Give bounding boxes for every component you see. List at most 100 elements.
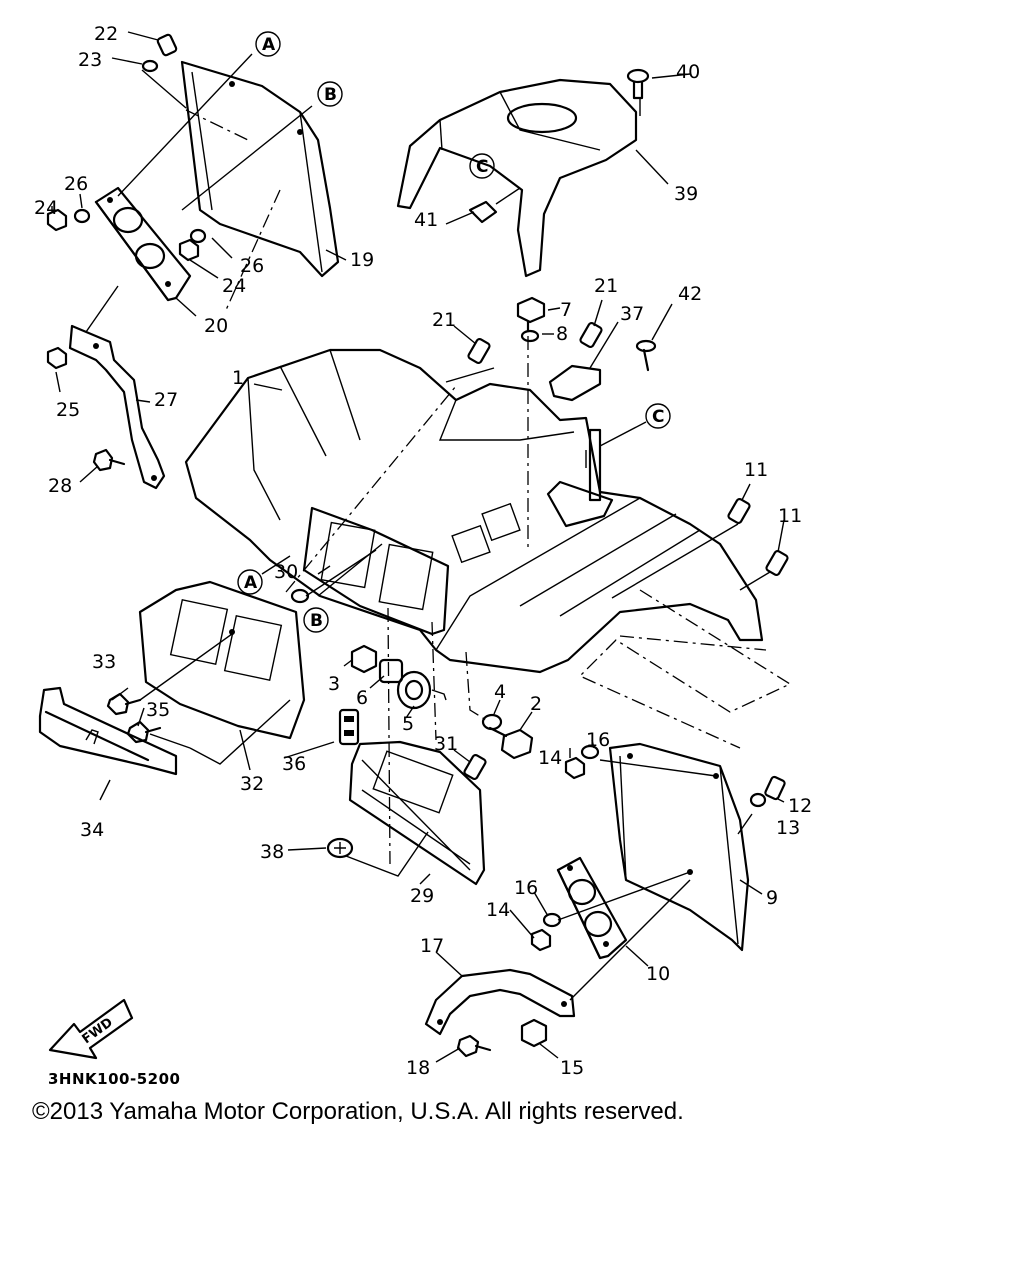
washer-16-upper	[580, 744, 600, 760]
washer-8	[520, 329, 540, 343]
callout-25: 25	[56, 399, 80, 421]
bolt-2	[488, 726, 534, 760]
leader-lines	[51, 31, 792, 1063]
ref-letter-a-mid: A	[237, 569, 263, 595]
nut-25	[46, 346, 68, 370]
bolt-7	[516, 296, 546, 332]
parts-diagram: FWD	[34, 23, 812, 1079]
part-17-stay	[424, 968, 576, 1036]
collar-6	[378, 658, 404, 684]
callout-7: 7	[560, 299, 572, 321]
bolt-33	[106, 692, 142, 716]
callout-4: 4	[494, 681, 506, 703]
nut-3	[350, 644, 378, 674]
callout-22: 22	[94, 23, 118, 45]
bolt-28	[92, 448, 126, 472]
svg-text:A: A	[262, 35, 276, 55]
ref-letter-b-top: B	[317, 81, 343, 107]
ref-letter-b-mid: B	[303, 607, 329, 633]
callout-35: 35	[146, 699, 170, 721]
callout-33: 33	[92, 651, 116, 673]
callout-2: 2	[530, 693, 542, 715]
svg-text:C: C	[652, 407, 664, 427]
part-10-plate	[556, 856, 628, 960]
part-34-guard	[38, 686, 178, 776]
callout-30: 30	[274, 561, 298, 583]
part-29-cover	[348, 740, 486, 886]
callout-14a: 14	[538, 747, 562, 769]
washer-30	[290, 588, 310, 604]
callout-9: 9	[766, 887, 778, 909]
callout-24b: 24	[222, 275, 246, 297]
callout-28: 28	[48, 475, 72, 497]
callout-26b: 26	[240, 255, 264, 277]
callout-32: 32	[240, 773, 264, 795]
copyright-notice: ©2013 Yamaha Motor Corporation, U.S.A. A…	[32, 1098, 684, 1125]
bolt-31	[463, 753, 487, 781]
part-39-cover	[396, 78, 638, 278]
callout-11b: 11	[778, 505, 802, 527]
callout-20: 20	[204, 315, 228, 337]
bolt-22	[141, 33, 178, 73]
headlight-opening	[302, 506, 450, 636]
svg-text:C: C	[476, 157, 488, 177]
part-27-stay	[68, 324, 166, 490]
callout-8: 8	[556, 323, 568, 345]
pad-37	[548, 364, 602, 402]
callout-26a: 26	[64, 173, 88, 195]
bolt-21-b	[579, 321, 603, 349]
ref-letter-c-top: C	[469, 153, 495, 179]
ref-letter-a-top: A	[255, 31, 281, 57]
part-1-fender	[184, 348, 764, 674]
callout-37: 37	[620, 303, 644, 325]
bolt-12	[764, 775, 786, 801]
callout-31: 31	[434, 733, 458, 755]
part-number-labels: 1 2 3 4 5 6 7 8 9 10 11 11 12 13 14 14 1…	[34, 23, 812, 1079]
callout-34: 34	[80, 819, 104, 841]
callout-36: 36	[282, 753, 306, 775]
screw-38	[326, 837, 354, 859]
callout-23: 23	[78, 49, 102, 71]
callout-27: 27	[154, 389, 178, 411]
callout-1: 1	[232, 367, 244, 389]
washer-13	[749, 792, 767, 808]
nut-14-lower	[530, 928, 552, 952]
callout-10: 10	[646, 963, 670, 985]
fwd-arrow-icon: FWD	[48, 998, 134, 1060]
nut-14-upper	[564, 756, 586, 780]
callout-12: 12	[788, 795, 812, 817]
svg-text:A: A	[244, 573, 258, 593]
callout-17: 17	[420, 935, 444, 957]
callout-3: 3	[328, 673, 340, 695]
svg-text:B: B	[310, 611, 323, 631]
callout-14b: 14	[486, 899, 510, 921]
bolt-35	[126, 720, 162, 744]
nut-24-left	[46, 208, 68, 232]
bolt-11-b	[765, 549, 789, 577]
callout-21b: 21	[594, 275, 618, 297]
nut-24-right	[178, 238, 200, 262]
ref-letter-c-mid: C	[645, 403, 671, 429]
callout-5: 5	[402, 713, 414, 735]
washer-26-left	[73, 208, 91, 224]
callout-18: 18	[406, 1057, 430, 1079]
bolt-11-a	[727, 497, 751, 525]
callout-21a: 21	[432, 309, 456, 331]
grommet-5	[396, 670, 432, 710]
washer-26-right	[189, 228, 207, 244]
callout-38: 38	[260, 841, 284, 863]
bolt-21-a	[467, 337, 491, 365]
callout-15: 15	[560, 1057, 584, 1079]
screw-42	[635, 339, 657, 372]
diagram-code: 3HNK100-5200	[48, 1070, 181, 1088]
clip-36	[338, 708, 360, 746]
svg-text:B: B	[324, 85, 337, 105]
callout-42: 42	[678, 283, 702, 305]
part-9-flap	[608, 742, 750, 952]
callout-19: 19	[350, 249, 374, 271]
callout-39: 39	[674, 183, 698, 205]
clip-41	[468, 200, 498, 224]
callout-13: 13	[776, 817, 800, 839]
callout-11a: 11	[744, 459, 768, 481]
callout-16b: 16	[514, 877, 538, 899]
